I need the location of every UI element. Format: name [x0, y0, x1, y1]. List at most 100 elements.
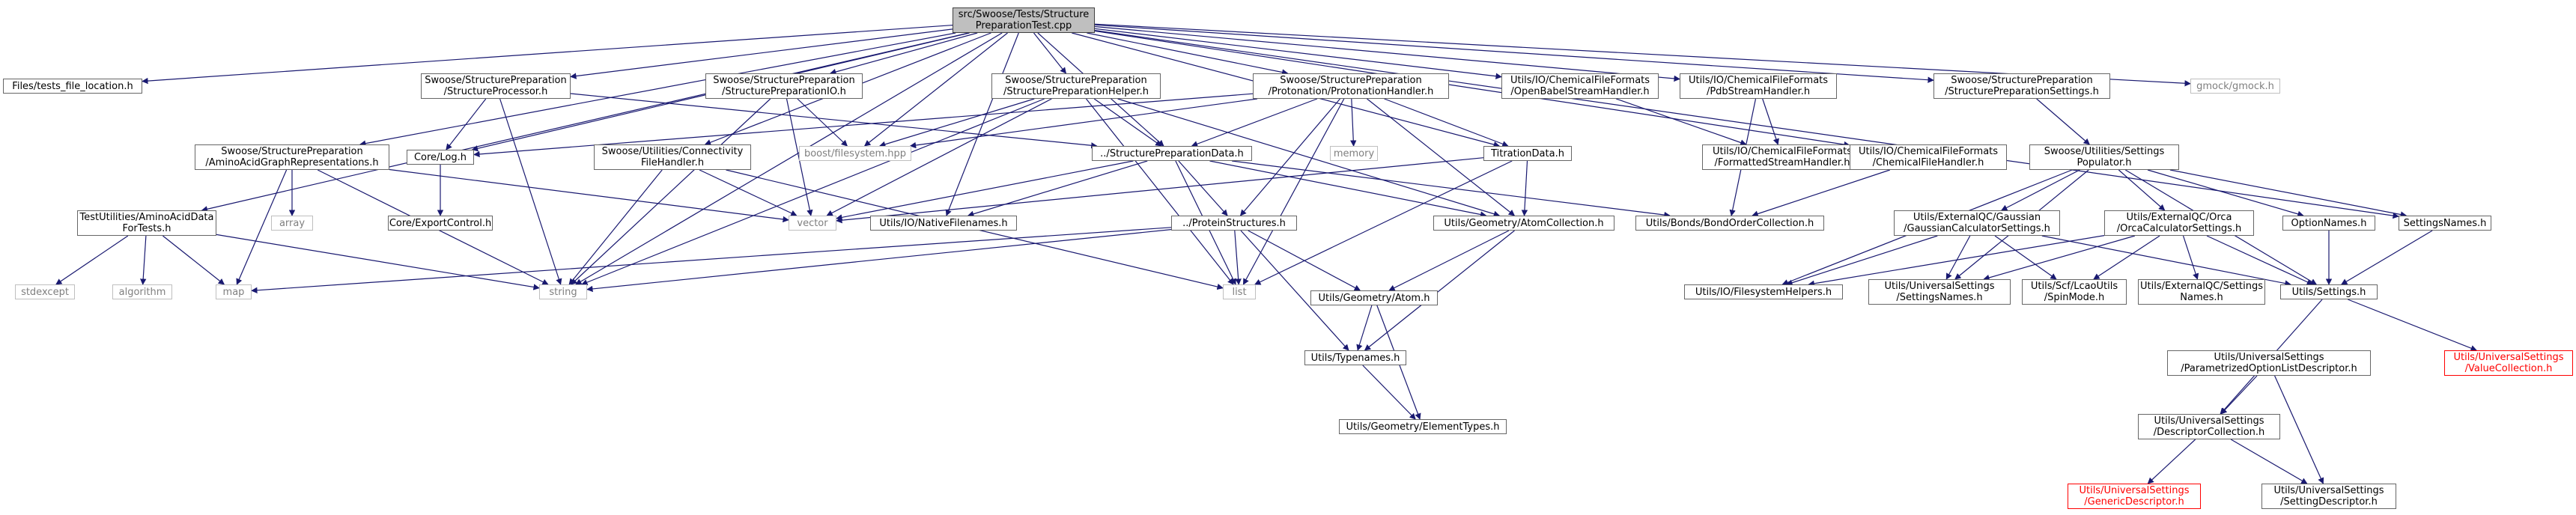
edge-sp-data-to-protein [1178, 160, 1228, 216]
edge-root-to-string [575, 32, 1003, 285]
edge-param-opt-to-setting-desc [2274, 375, 2324, 484]
edge-sp-proc-to-core-log [446, 98, 487, 150]
node-list: list [1223, 284, 1256, 299]
edge-root-to-aa-tests [201, 32, 969, 213]
node-sp-helper[interactable]: Swoose/StructurePreparation /StructurePr… [991, 73, 1161, 99]
edge-sp-io-to-boost-fs [797, 98, 848, 147]
edge-conn-fh-to-vector [699, 169, 798, 216]
node-elem-types[interactable]: Utils/Geometry/ElementTypes.h [1339, 419, 1507, 434]
edge-protein-to-string [586, 229, 1172, 293]
edge-atom-to-typenames [1356, 305, 1373, 351]
edge-root-to-obabel [1094, 28, 1502, 79]
node-prot-handler[interactable]: Swoose/StructurePreparation /Protonation… [1253, 73, 1449, 99]
node-algorithm: algorithm [112, 284, 172, 299]
node-chem-fh[interactable]: Utils/IO/ChemicalFileFormats /ChemicalFi… [1850, 144, 2007, 170]
node-utils-settings[interactable]: Utils/Settings.h [2280, 284, 2378, 299]
node-memory: memory [1330, 146, 1378, 161]
edge-obabel-to-formatted [1616, 98, 1747, 146]
node-sp-settings[interactable]: Swoose/StructurePreparation /StructurePr… [1933, 73, 2110, 99]
edge-sp-helper-to-string [581, 98, 1045, 286]
node-files-loc[interactable]: Files/tests_file_location.h [3, 79, 142, 94]
edge-aa-graph-to-vector [389, 168, 789, 223]
node-option-names[interactable]: OptionNames.h [2282, 216, 2375, 231]
edge-root-to-native-fn [945, 32, 1019, 216]
node-formatted[interactable]: Utils/IO/ChemicalFileFormats /FormattedS… [1702, 144, 1862, 170]
edge-sp-settings-to-settings-pop [2036, 98, 2090, 145]
node-aa-tests[interactable]: TestUtilities/AminoAcidData ForTests.h [77, 210, 216, 236]
edge-prot-handler-to-boost-fs [909, 98, 1258, 149]
edge-gaussian-to-spin-mode [1994, 235, 2057, 280]
node-sp-data[interactable]: ../StructurePreparationData.h [1092, 146, 1252, 161]
node-us-names[interactable]: Utils/UniversalSettings /SettingsNames.h [1868, 279, 2011, 305]
node-generic-desc[interactable]: Utils/UniversalSettings /GenericDescript… [2068, 484, 2201, 509]
edge-typenames-to-elem-types [1362, 365, 1416, 420]
node-boost-fs: boost/filesystem.hpp [799, 146, 911, 161]
edge-prot-handler-to-sp-data [1191, 98, 1318, 147]
node-conn-fh[interactable]: Swoose/Utilities/Connectivity FileHandle… [594, 144, 751, 170]
edge-settings-pop-to-gaussian [2001, 169, 2080, 211]
edge-orca-to-ext-names [2182, 235, 2199, 280]
node-spin-mode[interactable]: Utils/Scf/LcaoUtils /SpinMode.h [2022, 279, 2127, 305]
edge-sp-helper-to-list [1086, 98, 1234, 285]
edge-conn-fh-to-string [568, 169, 663, 285]
node-root: src/Swoose/Tests/Structure PreparationTe… [953, 7, 1095, 33]
edge-settings-pop-to-orca [2118, 169, 2166, 211]
node-stdexcept: stdexcept [15, 284, 75, 299]
node-orca[interactable]: Utils/ExternalQC/Orca /OrcaCalculatorSet… [2104, 210, 2254, 236]
node-aa-graph[interactable]: Swoose/StructurePreparation /AminoAcidGr… [195, 144, 389, 170]
edge-orca-to-us-names [1983, 235, 2136, 281]
node-settings-names[interactable]: SettingsNames.h [2399, 216, 2491, 231]
edge-root-to-sp-helper [1033, 32, 1067, 74]
node-fs-helpers[interactable]: Utils/IO/FilesystemHelpers.h [1684, 284, 1843, 299]
edge-sp-helper-to-vector [826, 98, 1052, 216]
node-core-exp[interactable]: Core/ExportControl.h [388, 216, 493, 231]
node-desc-coll[interactable]: Utils/UniversalSettings /DescriptorColle… [2138, 414, 2280, 439]
node-ext-names[interactable]: Utils/ExternalQC/Settings Names.h [2138, 279, 2265, 305]
node-value-coll[interactable]: Utils/UniversalSettings /ValueCollection… [2444, 350, 2573, 376]
edge-titration-to-vector [836, 157, 1484, 224]
node-atom-coll[interactable]: Utils/Geometry/AtomCollection.h [1433, 216, 1614, 231]
node-setting-desc[interactable]: Utils/UniversalSettings /SettingDescript… [2261, 484, 2396, 509]
edge-sp-data-to-vector [836, 160, 1134, 221]
node-atom[interactable]: Utils/Geometry/Atom.h [1310, 290, 1438, 305]
edge-atom-coll-to-atom [1388, 230, 1510, 291]
node-param-opt[interactable]: Utils/UniversalSettings /ParametrizedOpt… [2167, 350, 2371, 376]
node-obabel[interactable]: Utils/IO/ChemicalFileFormats /OpenBabelS… [1501, 73, 1659, 99]
edge-protein-to-list [1234, 230, 1242, 285]
node-gaussian[interactable]: Utils/ExternalQC/Gaussian /GaussianCalcu… [1894, 210, 2060, 236]
edge-root-to-settings-names [1094, 30, 2399, 219]
node-bond-order[interactable]: Utils/Bonds/BondOrderCollection.h [1635, 216, 1824, 231]
edge-aa-tests-to-algorithm [139, 235, 147, 285]
node-typenames[interactable]: Utils/Typenames.h [1304, 350, 1406, 365]
node-pdb[interactable]: Utils/IO/ChemicalFileFormats /PdbStreamH… [1680, 73, 1837, 99]
edge-root-to-sp-io [829, 32, 978, 76]
edge-gaussian-to-us-names [1945, 235, 1971, 280]
node-core-log[interactable]: Core/Log.h [407, 150, 474, 165]
node-protein[interactable]: ../ProteinStructures.h [1171, 216, 1297, 231]
edge-sp-io-to-string [571, 98, 771, 285]
edge-orca-to-utils-settings [2206, 235, 2314, 285]
edge-prot-handler-to-atom-coll [1367, 98, 1516, 216]
edge-sp-helper-to-boost-fs [878, 98, 1035, 147]
node-sp-io[interactable]: Swoose/StructurePreparation /StructurePr… [705, 73, 863, 99]
node-sp-proc[interactable]: Swoose/StructurePreparation /StructurePr… [421, 73, 571, 99]
edge-protein-to-map [251, 227, 1172, 293]
edge-sp-proc-to-sp-data [570, 93, 1098, 149]
edge-orca-to-fs-helpers [1808, 235, 2105, 287]
edge-aa-graph-to-map [236, 169, 288, 285]
node-titration[interactable]: TitrationData.h [1483, 146, 1572, 161]
edge-root-to-aa-graph [359, 32, 956, 147]
edge-desc-coll-to-setting-desc [2230, 439, 2308, 484]
edge-root-to-boost-fs [863, 32, 1008, 147]
edge-aa-tests-to-stdexcept [55, 235, 129, 285]
node-settings-pop[interactable]: Swoose/Utilities/Settings Populator.h [2029, 144, 2179, 170]
edge-sp-helper-to-sp-data [1093, 98, 1162, 147]
edge-desc-coll-to-generic-desc [2147, 439, 2196, 484]
edge-prot-handler-to-titration [1384, 98, 1509, 147]
node-map: map [216, 284, 252, 299]
edge-sp-data-to-atom-coll [1209, 160, 1487, 218]
node-native-fn[interactable]: Utils/IO/NativeFilenames.h [870, 216, 1017, 231]
edge-prot-handler-to-protein [1239, 98, 1340, 216]
edge-settings-names-to-utils-settings [2341, 230, 2433, 285]
